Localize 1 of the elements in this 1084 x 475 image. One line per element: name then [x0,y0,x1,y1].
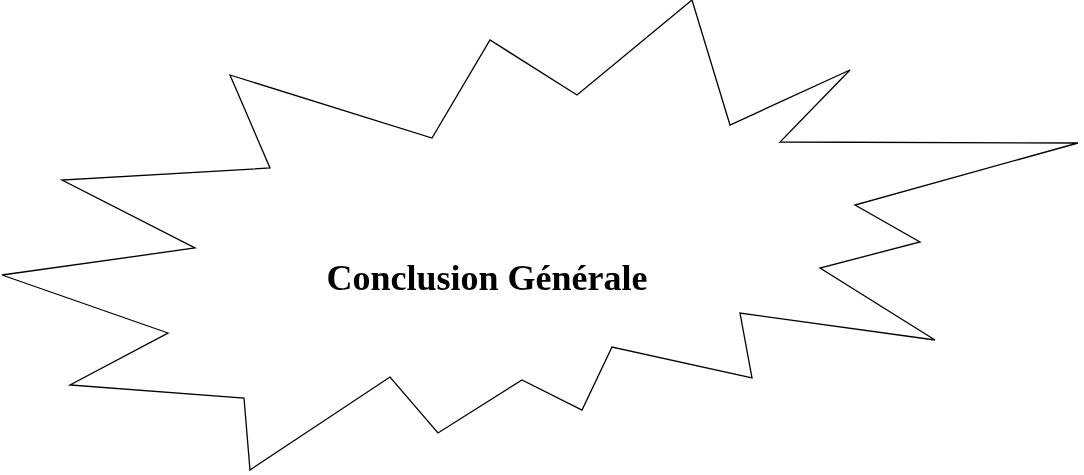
heading-text: Conclusion Générale [326,257,648,299]
